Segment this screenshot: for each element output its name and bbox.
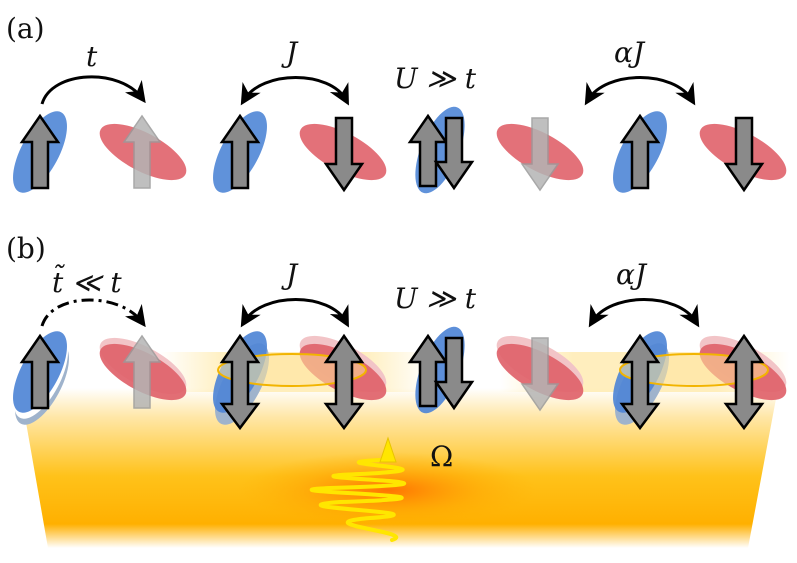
exchange-arrow	[240, 298, 349, 328]
pulse-glow	[238, 452, 538, 528]
pulse-wave	[309, 458, 407, 542]
exchange-arrow	[240, 76, 349, 106]
spin-down-arrow	[723, 116, 765, 193]
exchange-group-b: J	[213, 258, 387, 431]
hop-label-a: t	[86, 40, 98, 73]
exchange-scaled-label-b: αJ	[616, 258, 648, 291]
exchange-scaled-group-b: αJ	[496, 258, 787, 431]
spin-double-arrow	[323, 333, 365, 431]
spin-double-arrow	[619, 333, 661, 431]
pulse-arrowhead	[379, 436, 397, 463]
hop-label-b: t̃ ≪ t	[52, 264, 122, 299]
spin-up-arrow	[407, 333, 449, 408]
spin-down-arrow	[433, 116, 475, 191]
spin-double-arrow	[723, 333, 765, 431]
spin-down-arrow	[323, 116, 365, 193]
drive-pulse: Ω	[238, 436, 538, 542]
spin-up-arrow	[19, 113, 61, 190]
exchange-group-a: J	[213, 36, 387, 193]
hop-group-b: t̃ ≪ t	[13, 264, 187, 425]
hop-arrow	[40, 75, 146, 105]
exchange-scaled-group-a: αJ	[496, 36, 787, 193]
onsite-label-b: U ≫ t	[394, 282, 477, 315]
onsite-label-a: U ≫ t	[394, 62, 477, 95]
onsite-group-b: U ≫ t	[394, 282, 477, 414]
spin-up-arrow	[19, 333, 61, 410]
spin-up-arrow	[407, 113, 449, 188]
spin-double-arrow	[219, 333, 261, 431]
exchange-scaled-arrow	[588, 298, 700, 328]
exchange-label-b: J	[281, 258, 299, 291]
blue-orbital	[415, 106, 465, 194]
ghost-spin-up-arrow	[122, 334, 162, 409]
hop-dashed-arrow	[40, 298, 146, 328]
onsite-group-a: U ≫ t	[394, 62, 477, 194]
spin-up-arrow	[619, 113, 661, 190]
ghost-spin-down-arrow	[520, 117, 560, 192]
panel-a-tag: (a)	[6, 12, 45, 45]
exchange-scaled-arrow	[584, 76, 696, 106]
ghost-spin-up-arrow	[122, 114, 162, 189]
spin-up-arrow	[219, 113, 261, 190]
ghost-spin-down-arrow	[520, 337, 560, 412]
spin-down-arrow	[433, 336, 475, 411]
hop-group-a: t	[13, 40, 187, 193]
drive-label: Ω	[430, 440, 453, 473]
exchange-label-a: J	[281, 36, 299, 69]
exchange-scaled-label-a: αJ	[614, 36, 646, 69]
panel-b-tag: (b)	[6, 232, 46, 265]
